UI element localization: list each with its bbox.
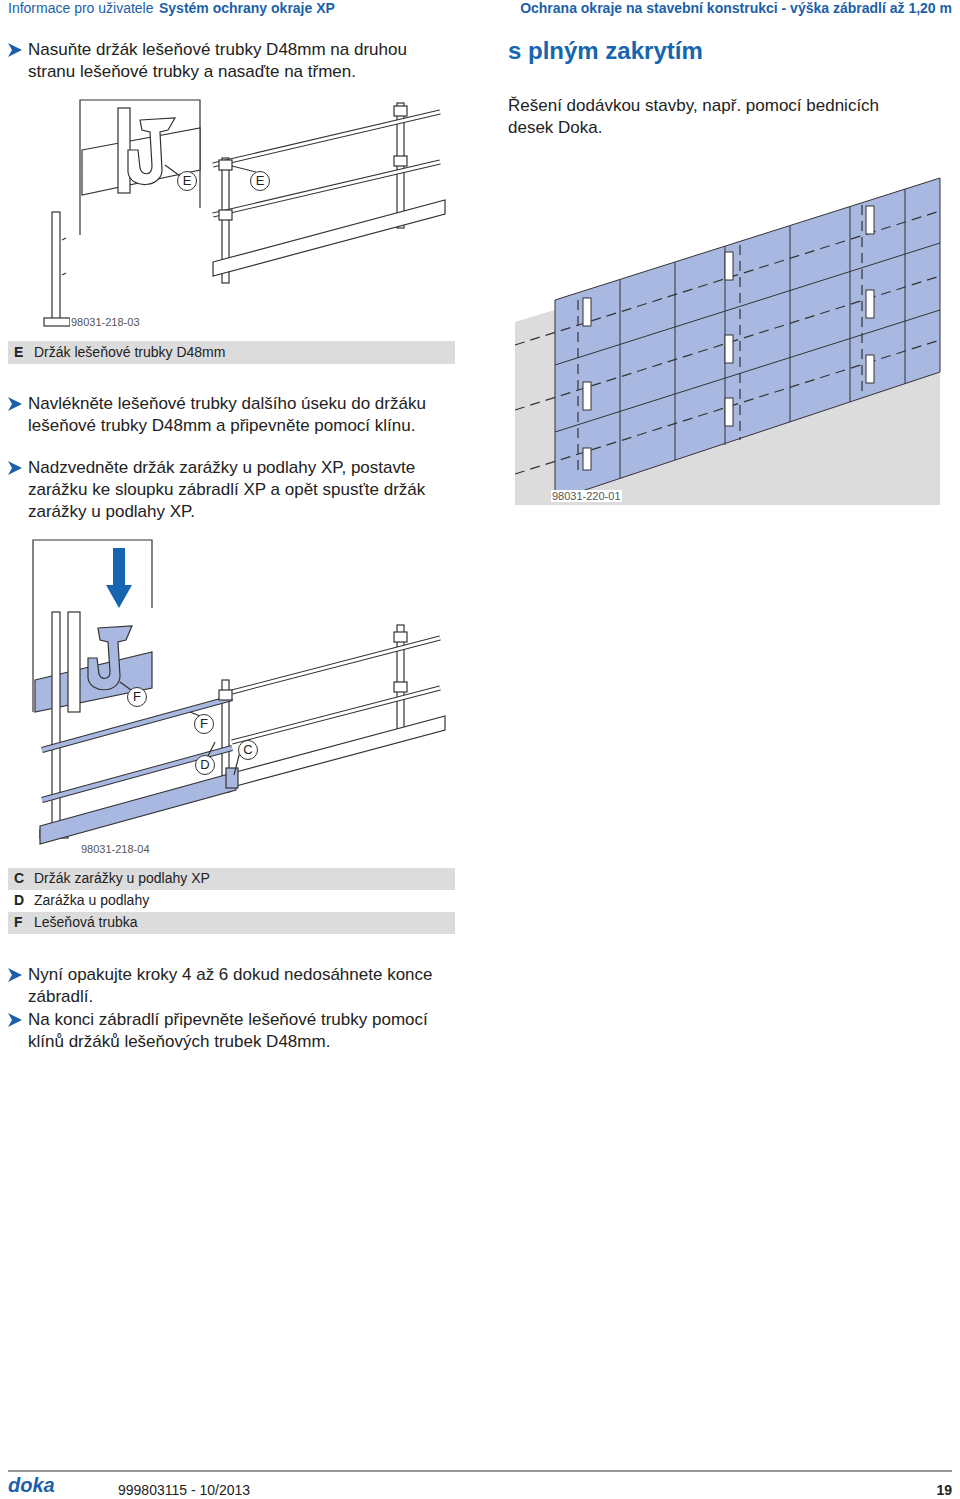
figure-number: 98031-218-04 <box>80 843 151 855</box>
instruction-text: Na konci zábradlí připevněte lešeňové tr… <box>28 1009 458 1053</box>
legend-letter: F <box>14 914 23 930</box>
legend-text: Držák zarážky u podlahy XP <box>34 870 210 886</box>
figure-number: 98031-218-03 <box>70 316 141 328</box>
legend-letter: C <box>14 870 24 886</box>
legend-band <box>8 912 455 934</box>
callout-letter: F <box>127 687 147 707</box>
railing-illustration <box>44 100 445 326</box>
instruction-text: Nasuňte držák lešeňové trubky D48mm na d… <box>28 39 458 83</box>
instruction-text: Nadzvedněte držák zarážky u podlahy XP, … <box>28 457 458 523</box>
header-text: Ochrana okraje na stavební konstrukci - … <box>520 0 952 16</box>
legend-letter: E <box>14 344 23 360</box>
full-cover-illustration <box>515 178 940 505</box>
callout-letter: D <box>195 755 215 775</box>
document-number: 999803115 - 10/2013 <box>118 1482 250 1498</box>
note-text: Řešení dodávkou stavby, např. pomocí bed… <box>508 95 928 139</box>
instruction-text: Nyní opakujte kroky 4 až 6 dokud nedosáh… <box>28 964 458 1008</box>
legend-text: Držák lešeňové trubky D48mm <box>34 344 225 360</box>
page-number: 19 <box>936 1482 952 1498</box>
callout-letter: E <box>250 171 270 191</box>
direction-arrow <box>106 548 132 608</box>
instruction-text: Navlékněte lešeňové trubky dalšího úseku… <box>28 393 448 437</box>
figure-number: 98031-220-01 <box>551 490 622 502</box>
header-text: Informace pro uživatele <box>8 0 154 16</box>
footer-rule <box>8 1471 952 1472</box>
legend-text: Zarážka u podlahy <box>34 892 149 908</box>
header-text: Systém ochrany okraje XP <box>159 0 335 16</box>
brand-logo: doka <box>8 1474 55 1497</box>
legend-band <box>8 868 455 890</box>
legend-letter: D <box>14 892 24 908</box>
callout-letter: C <box>238 740 258 760</box>
legend-band <box>8 341 455 364</box>
callout-letter: E <box>177 171 197 191</box>
callout-letter: F <box>194 714 214 734</box>
section-heading: s plným zakrytím <box>508 37 703 65</box>
toe-board-illustration <box>33 540 445 844</box>
legend-text: Lešeňová trubka <box>34 914 138 930</box>
